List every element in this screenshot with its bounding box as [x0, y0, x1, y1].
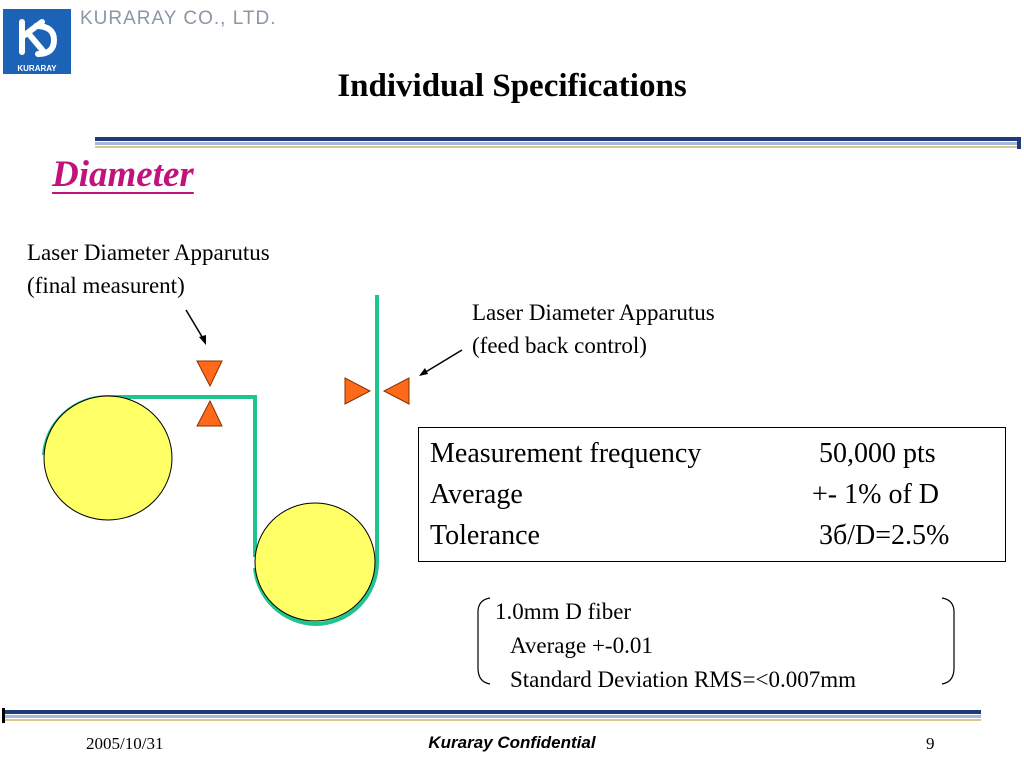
laser-marker-left [344, 377, 372, 405]
arrow-feedback [419, 349, 463, 376]
spec-value-average: +- 1% of D [812, 479, 939, 510]
label-laser-final-line2: (final measurent) [27, 273, 185, 298]
fiber-note: 1.0mm D fiber Average +-0.01 Standard De… [495, 595, 856, 697]
fiber-note-line3: Standard Deviation RMS=<0.007mm [510, 667, 857, 692]
arrow-final [185, 309, 206, 345]
spec-value-tolerance: 3б/D=2.5% [819, 520, 950, 551]
spec-name-tolerance: Tolerance [430, 520, 540, 551]
label-laser-final: Laser Diameter Apparutus (final measuren… [27, 236, 270, 302]
spec-name-frequency: Measurement frequency [430, 438, 702, 469]
company-logo: KURARAY [0, 0, 282, 76]
bottom-rule [2, 708, 981, 723]
top-rule [95, 137, 1021, 149]
label-laser-final-line1: Laser Diameter Apparutus [27, 240, 270, 265]
laser-marker-right [382, 377, 410, 405]
footer-date: 2005/10/31 [86, 734, 164, 753]
fiber-note-brackets [477, 597, 955, 685]
company-name: KURARAY CO., LTD. [80, 8, 277, 29]
spec-value-frequency: 50,000 pts [819, 438, 936, 469]
label-laser-feedback-line2: (feed back control) [472, 333, 647, 358]
page-number: 9 [926, 734, 935, 753]
label-laser-feedback-line1: Laser Diameter Apparutus [472, 300, 715, 325]
spec-table: Measurement frequency 50,000 pts Average… [418, 427, 1006, 562]
page-title: Individual Specifications [337, 68, 687, 104]
roller-right [254, 502, 376, 622]
roller-left [43, 395, 173, 521]
footer-confidential: Kuraray Confidential [428, 733, 596, 752]
laser-marker-bottom [196, 399, 223, 427]
section-heading: Diameter [52, 154, 194, 195]
kuraray-logo-icon: KURARAY [3, 9, 71, 74]
laser-marker-top [196, 360, 223, 388]
label-laser-feedback: Laser Diameter Apparutus (feed back cont… [472, 296, 715, 362]
fiber-note-line1: 1.0mm D fiber [495, 599, 632, 624]
logo-text: KURARAY [17, 64, 57, 73]
fiber-note-line2: Average +-0.01 [510, 633, 653, 658]
spec-name-average: Average [430, 479, 523, 510]
